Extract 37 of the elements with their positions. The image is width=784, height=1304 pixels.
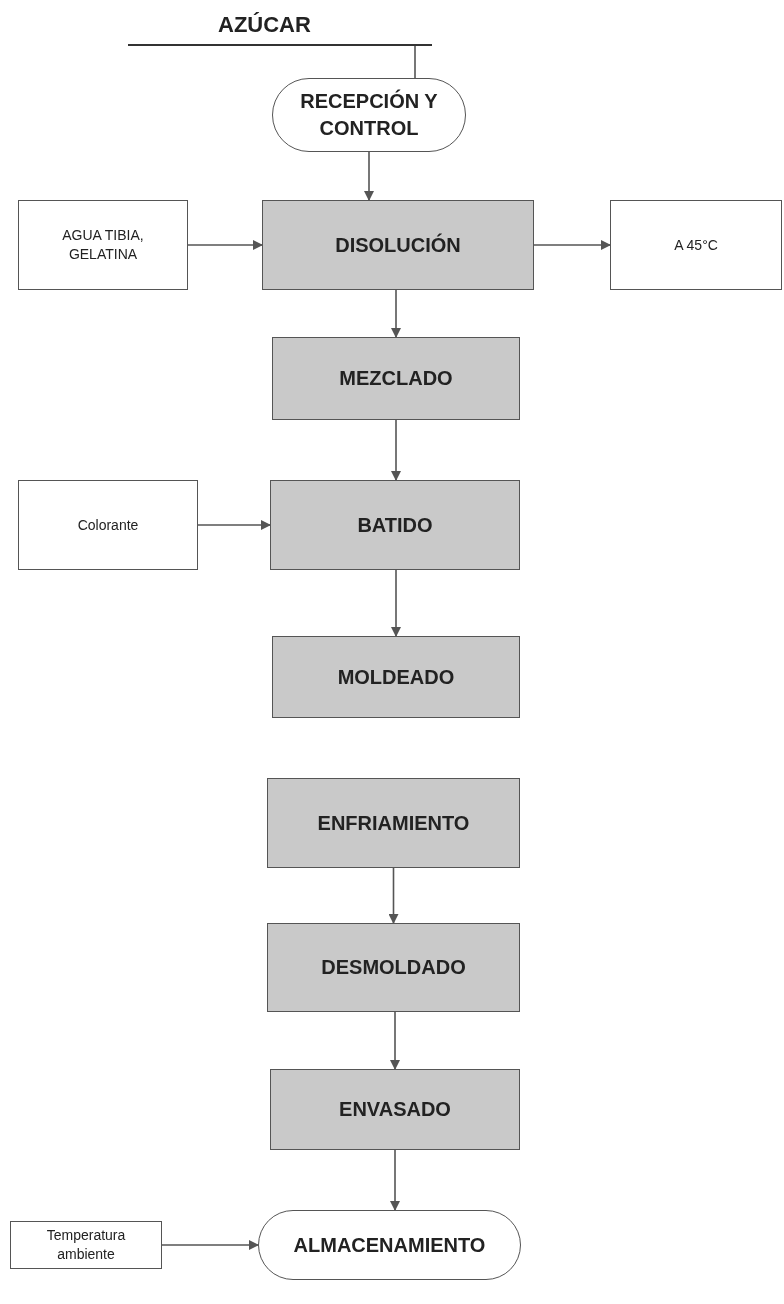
step-label: A 45°C [674, 235, 718, 255]
step-label: Colorante [77, 515, 139, 535]
arrow [187, 240, 263, 250]
input-box [10, 1221, 162, 1269]
input-box [18, 200, 188, 290]
arrow [364, 151, 374, 201]
step-label: MOLDEADO [337, 664, 455, 690]
process-box [267, 778, 520, 868]
step-label: ALMACENAMIENTO [293, 1232, 486, 1258]
step-label: MEZCLADO [339, 366, 453, 391]
step-label: ENFRIAMIENTO [317, 810, 470, 836]
step-label: DISOLUCIÓN [335, 232, 461, 258]
step-label: Temperatura ambiente [45, 1226, 127, 1264]
arrow [391, 419, 401, 481]
process-box [270, 480, 520, 570]
process-box [262, 200, 534, 290]
connector-line [414, 45, 416, 79]
step-label: BATIDO [357, 512, 433, 538]
process-box [272, 636, 520, 718]
step-label: AGUA TIBIA, GELATINA [61, 226, 145, 264]
arrow [533, 240, 611, 250]
material-label: AZÚCAR [218, 11, 311, 39]
process-box [272, 337, 520, 420]
arrow [391, 289, 401, 338]
process-box [267, 923, 520, 1012]
step-label: DESMOLDADO [321, 955, 466, 980]
arrow [197, 520, 271, 530]
process-box [270, 1069, 520, 1150]
arrow [390, 1149, 400, 1211]
arrow [390, 1011, 400, 1070]
step-label: ENVASADO [339, 1097, 451, 1122]
step-label: RECEPCIÓN Y CONTROL [299, 88, 439, 141]
input-box [18, 480, 198, 570]
arrow [391, 569, 401, 637]
arrow [161, 1240, 259, 1250]
arrow [388, 867, 399, 924]
input-box [610, 200, 782, 290]
